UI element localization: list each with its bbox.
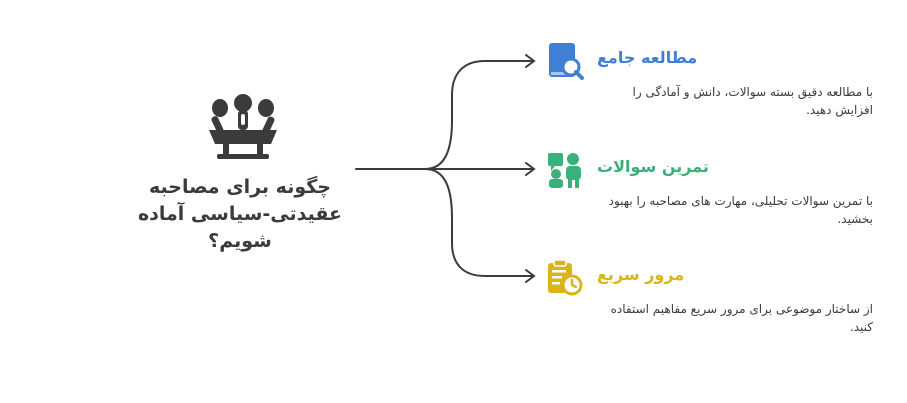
central-question: چگونه برای مصاحبه عقیدتی-سیاسی آماده شوی… [137,176,343,252]
arrowhead-bottom [525,269,536,283]
book-search-icon [549,43,584,80]
connector-bottom [424,168,534,277]
arrowhead-top [525,54,536,68]
connector-top [424,60,534,170]
clipboard-clock-icon [548,259,583,296]
branch-description: با مطالعه دقیق بسته سوالات، دانش و آمادگ… [632,85,873,117]
branch-description: با تمرین سوالات تحلیلی، مهارت های مصاحبه… [608,194,873,226]
branch-title: تمرین سوالات [597,157,709,176]
interview-microphones-icon [209,94,277,159]
branch-title: مرور سریع [597,265,685,284]
branch-description: از ساختار موضوعی برای مرور سریع مفاهیم ا… [610,302,873,334]
people-practice-icon [548,153,581,188]
arrowhead-middle [525,162,536,176]
branch-title: مطالعه جامع [597,48,698,67]
